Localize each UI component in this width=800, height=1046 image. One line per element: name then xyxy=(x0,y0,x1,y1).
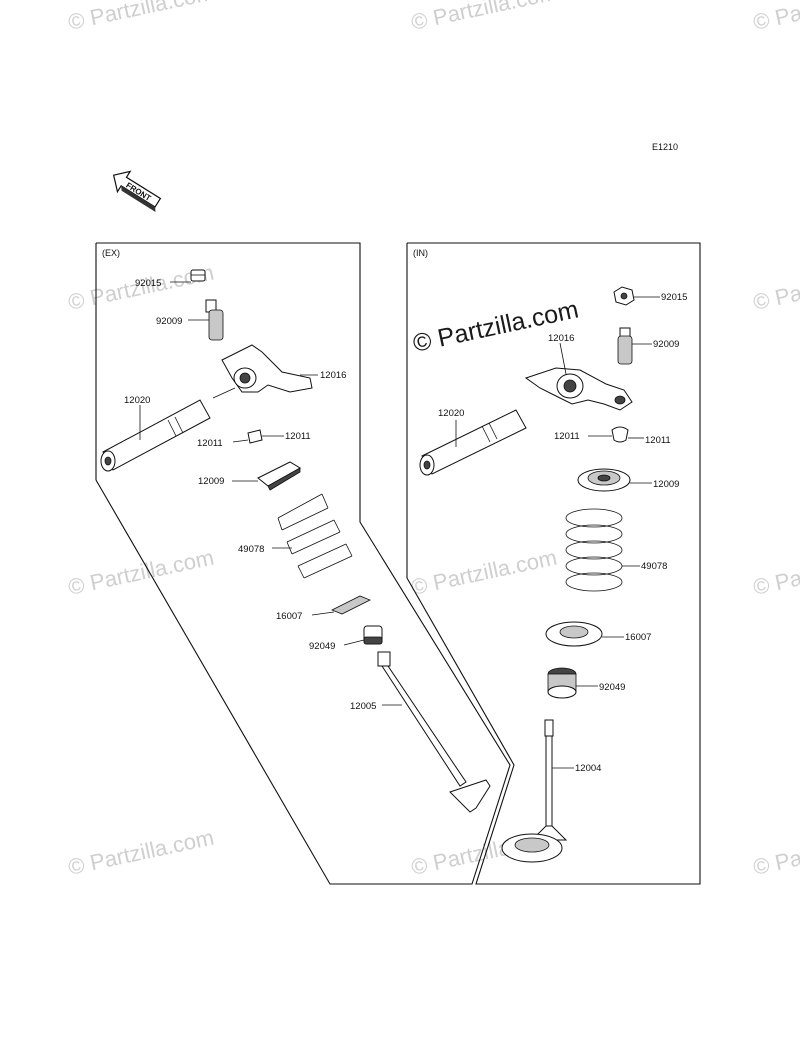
ex-label-12011-right: 12011 xyxy=(285,431,311,442)
in-nut-92015 xyxy=(613,286,660,306)
watermark-text: © Partzilla.com xyxy=(751,825,800,880)
in-seat-16007 xyxy=(545,621,624,647)
in-label-92009: 92009 xyxy=(653,339,679,350)
in-keeper-12011 xyxy=(588,426,644,443)
ex-seal-92049 xyxy=(343,625,383,646)
exhaust-header: (EX) xyxy=(102,248,120,258)
intake-header: (IN) xyxy=(413,248,428,258)
watermark-text: © Partzilla.com xyxy=(409,0,559,35)
watermark-text: © Partzilla.com xyxy=(751,260,800,315)
ex-label-12005: 12005 xyxy=(350,701,376,712)
in-label-12011-left: 12011 xyxy=(554,431,580,442)
intake-frame xyxy=(406,242,701,885)
watermark-text: © Partzilla.com xyxy=(66,825,216,880)
watermark-text: © Partzilla.com xyxy=(751,545,800,600)
in-label-12009: 12009 xyxy=(653,479,679,490)
watermark-text: © Partzilla.com xyxy=(66,545,216,600)
ex-valve-12005 xyxy=(377,651,491,813)
in-retainer-12009 xyxy=(577,468,652,492)
in-label-12016: 12016 xyxy=(548,333,574,344)
ex-label-12011-left: 12011 xyxy=(197,438,223,449)
ex-label-49078: 49078 xyxy=(238,544,264,555)
in-label-92015: 92015 xyxy=(661,292,687,303)
ex-seat-16007 xyxy=(311,595,371,616)
in-seal-92049 xyxy=(547,667,598,699)
ex-label-92049: 92049 xyxy=(309,641,335,652)
ex-nut-92015 xyxy=(170,269,206,283)
in-rocker-shaft-12020 xyxy=(419,409,527,476)
ex-rocker-shaft-12020 xyxy=(100,387,236,472)
in-spring-49078 xyxy=(565,508,640,592)
watermark-layer: © Partzilla.com © Partzilla.com © Partzi… xyxy=(66,0,800,880)
exhaust-frame xyxy=(95,242,511,885)
ex-label-12009: 12009 xyxy=(198,476,224,487)
exhaust-section: (EX) 92015 92009 12016 xyxy=(95,242,511,885)
watermark-text: © Partzilla.com xyxy=(66,0,216,35)
ex-label-12020: 12020 xyxy=(124,395,150,406)
in-label-49078: 49078 xyxy=(641,561,667,572)
ex-label-92009: 92009 xyxy=(156,316,182,327)
ex-rocker-arm-12016 xyxy=(221,344,318,393)
watermark-text: © Partzilla.com xyxy=(751,0,800,35)
in-screw-92009 xyxy=(617,327,652,365)
ex-keeper-12011 xyxy=(232,429,284,444)
diagram-code: E1210 xyxy=(652,142,678,152)
in-label-12004: 12004 xyxy=(575,763,601,774)
ex-label-12016: 12016 xyxy=(320,370,346,381)
front-arrow-icon: FRONT xyxy=(112,170,162,212)
ex-label-92015: 92015 xyxy=(135,278,161,289)
ex-retainer-12009 xyxy=(232,461,301,491)
watermark-text: © Partzilla.com xyxy=(409,545,559,600)
in-label-16007: 16007 xyxy=(625,632,651,643)
ex-screw-92009 xyxy=(188,299,224,341)
in-label-92049: 92049 xyxy=(599,682,625,693)
in-rocker-arm-12016 xyxy=(524,342,633,411)
in-label-12011-right: 12011 xyxy=(645,435,671,446)
in-label-12020: 12020 xyxy=(438,408,464,419)
ex-label-16007: 16007 xyxy=(276,611,302,622)
in-valve-12004 xyxy=(501,719,574,863)
ex-spring-49078 xyxy=(272,493,353,579)
watermark-main: © Partzilla.com xyxy=(410,295,581,357)
